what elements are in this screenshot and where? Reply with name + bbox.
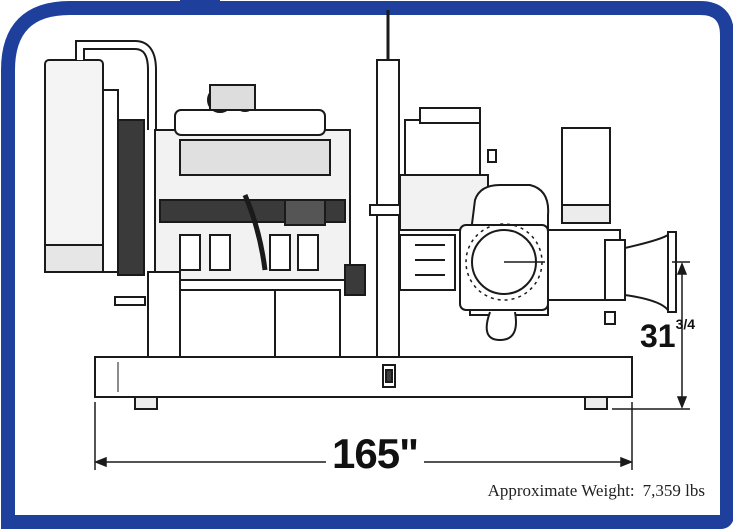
base-skid — [94, 356, 633, 410]
engine-stand — [114, 264, 366, 358]
discharge-pipe — [547, 127, 677, 325]
weight-value: 7,359 lbs — [642, 481, 705, 500]
engine — [154, 84, 351, 281]
height-whole: 31 — [640, 318, 676, 354]
frame-tab — [180, 0, 220, 12]
pump-volute — [459, 184, 550, 342]
weight-label: Approximate Weight: — [487, 481, 635, 500]
height-dimension-line — [612, 261, 690, 410]
height-fraction: 3/4 — [675, 316, 696, 332]
pump-drive — [399, 107, 497, 291]
approximate-weight: Approximate Weight: 7,359 lbs — [488, 481, 705, 501]
length-dimension-label: 165" — [326, 430, 424, 478]
radiator — [44, 40, 157, 276]
height-dimension-label: 313/4 — [640, 316, 696, 355]
